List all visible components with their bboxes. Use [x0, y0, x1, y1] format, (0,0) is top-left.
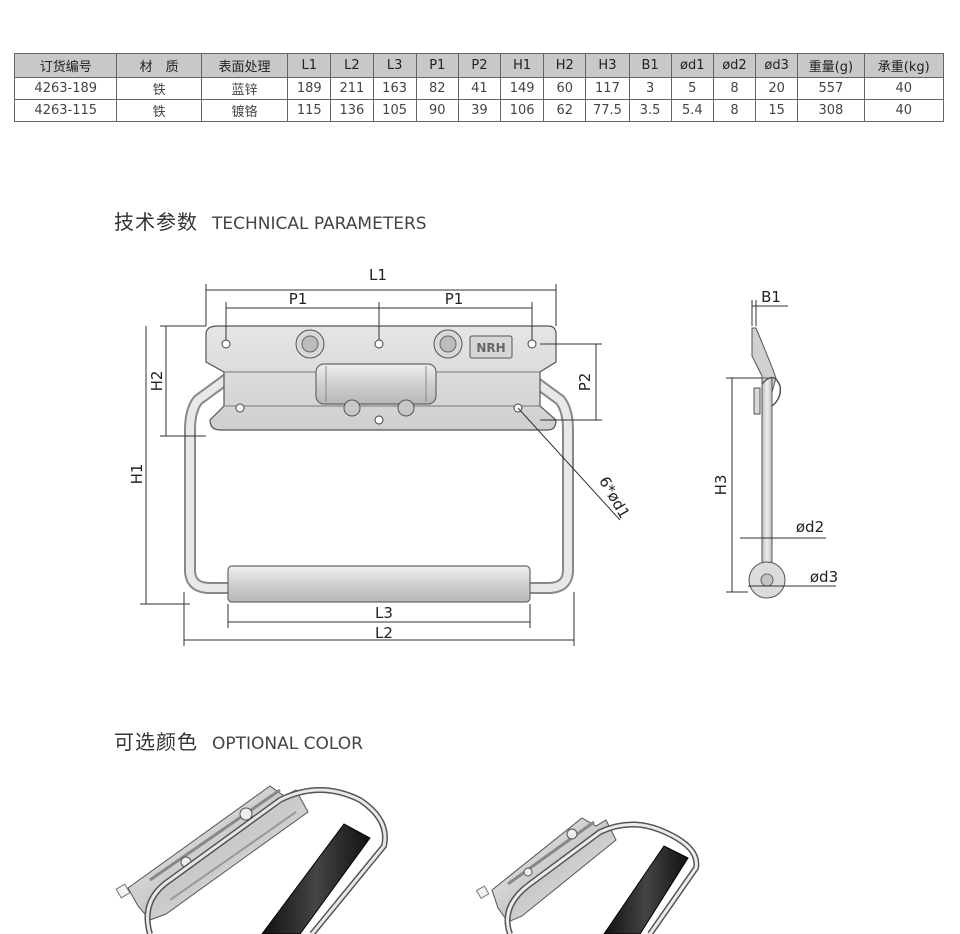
spec-cell: 8: [712, 77, 757, 100]
spec-cell: 149: [500, 77, 545, 100]
dimension-lines: [140, 284, 621, 646]
mount-hole: [235, 403, 245, 413]
mount-hole: [374, 415, 384, 425]
spec-cell: 3.5: [628, 99, 672, 122]
spec-cell: 8: [712, 99, 757, 122]
spec-cell: 铁: [116, 99, 202, 122]
spec-cell: 115: [287, 99, 332, 122]
spec-header-cell: ød1: [670, 53, 714, 78]
spec-cell: 308: [797, 99, 865, 122]
spec-cell: 3: [628, 77, 672, 100]
spec-cell: 82: [415, 77, 459, 100]
label-H2: H2: [148, 371, 166, 392]
label-P1-left: P1: [289, 290, 308, 308]
label-d3: ød3: [810, 568, 838, 586]
label-H3: H3: [712, 475, 730, 496]
spec-header-cell: H2: [543, 53, 587, 78]
mount-hole: [374, 339, 384, 349]
spec-cell: 41: [457, 77, 502, 100]
spec-cell: 15: [755, 99, 799, 122]
label-holes: 6*ød1: [595, 473, 633, 521]
spec-cell: 90: [415, 99, 459, 122]
spec-cell: 189: [287, 77, 332, 100]
side-view: [748, 327, 786, 599]
technical-drawing: NRH L1 P1 P1 H2 H1: [128, 266, 838, 646]
spec-header-cell: 订货编号: [13, 53, 118, 78]
label-H1: H1: [128, 464, 146, 485]
spec-cell: 106: [500, 99, 545, 122]
spec-cell: 39: [457, 99, 502, 122]
spec-cell: 117: [585, 77, 630, 100]
spec-cell: 163: [372, 77, 417, 100]
product-photos: [115, 785, 700, 934]
mount-hole: [527, 339, 537, 349]
spec-cell: 60: [543, 77, 587, 100]
photo-zinc-handle: [115, 785, 388, 934]
spec-header-cell: L2: [330, 53, 374, 78]
spec-cell: 5: [670, 77, 714, 100]
spec-cell: 蓝锌: [200, 77, 289, 100]
label-P1-right: P1: [445, 290, 464, 308]
spec-header-cell: L3: [372, 53, 417, 78]
label-P2: P2: [576, 373, 594, 392]
spec-header-cell: P1: [415, 53, 459, 78]
optional-color-title-en: OPTIONAL COLOR: [212, 734, 363, 754]
spec-cell: 557: [797, 77, 865, 100]
technical-title-en: TECHNICAL PARAMETERS: [212, 214, 427, 234]
spec-header-cell: B1: [628, 53, 672, 78]
spec-cell: 镀铬: [200, 99, 289, 122]
optional-color-heading: 可选颜色 OPTIONAL COLOR: [114, 726, 363, 755]
label-L3: L3: [375, 604, 393, 622]
grip-sleeve: [227, 565, 531, 603]
spec-cell: 4263-115: [13, 99, 118, 122]
spec-header-cell: 重量(g): [797, 53, 865, 78]
label-L2: L2: [375, 624, 393, 642]
spec-header-cell: 表面处理: [200, 53, 289, 78]
technical-title-zh: 技术参数: [114, 210, 198, 234]
spec-header-cell: H1: [500, 53, 545, 78]
mounting-plate: NRH: [205, 325, 557, 431]
spec-cell: 20: [755, 77, 799, 100]
spec-header-cell: 材 质: [116, 53, 202, 78]
optional-color-title-zh: 可选颜色: [114, 730, 198, 754]
spec-header-cell: 承重(kg): [863, 53, 944, 78]
spec-cell: 4263-189: [13, 77, 118, 100]
label-L1: L1: [369, 266, 387, 284]
spec-cell: 62: [543, 99, 587, 122]
spec-header-cell: L1: [287, 53, 332, 78]
spec-header-cell: ød2: [712, 53, 757, 78]
spec-cell: 铁: [116, 77, 202, 100]
mount-hole: [221, 339, 231, 349]
side-dimension-lines: [726, 300, 836, 593]
brand-mark: NRH: [476, 341, 505, 355]
photo-chrome-handle: [475, 817, 700, 934]
spec-cell: 40: [863, 77, 944, 100]
spec-header-cell: ød3: [755, 53, 799, 78]
spec-header-cell: P2: [457, 53, 502, 78]
spec-cell: 136: [330, 99, 374, 122]
spec-cell: 40: [863, 99, 944, 122]
spec-header-cell: H3: [585, 53, 630, 78]
spec-cell: 5.4: [670, 99, 714, 122]
spec-cell: 77.5: [585, 99, 630, 122]
technical-parameters-heading: 技术参数 TECHNICAL PARAMETERS: [114, 206, 427, 235]
spec-cell: 105: [372, 99, 417, 122]
spec-cell: 211: [330, 77, 374, 100]
label-d2: ød2: [796, 518, 824, 536]
label-B1: B1: [761, 288, 781, 306]
